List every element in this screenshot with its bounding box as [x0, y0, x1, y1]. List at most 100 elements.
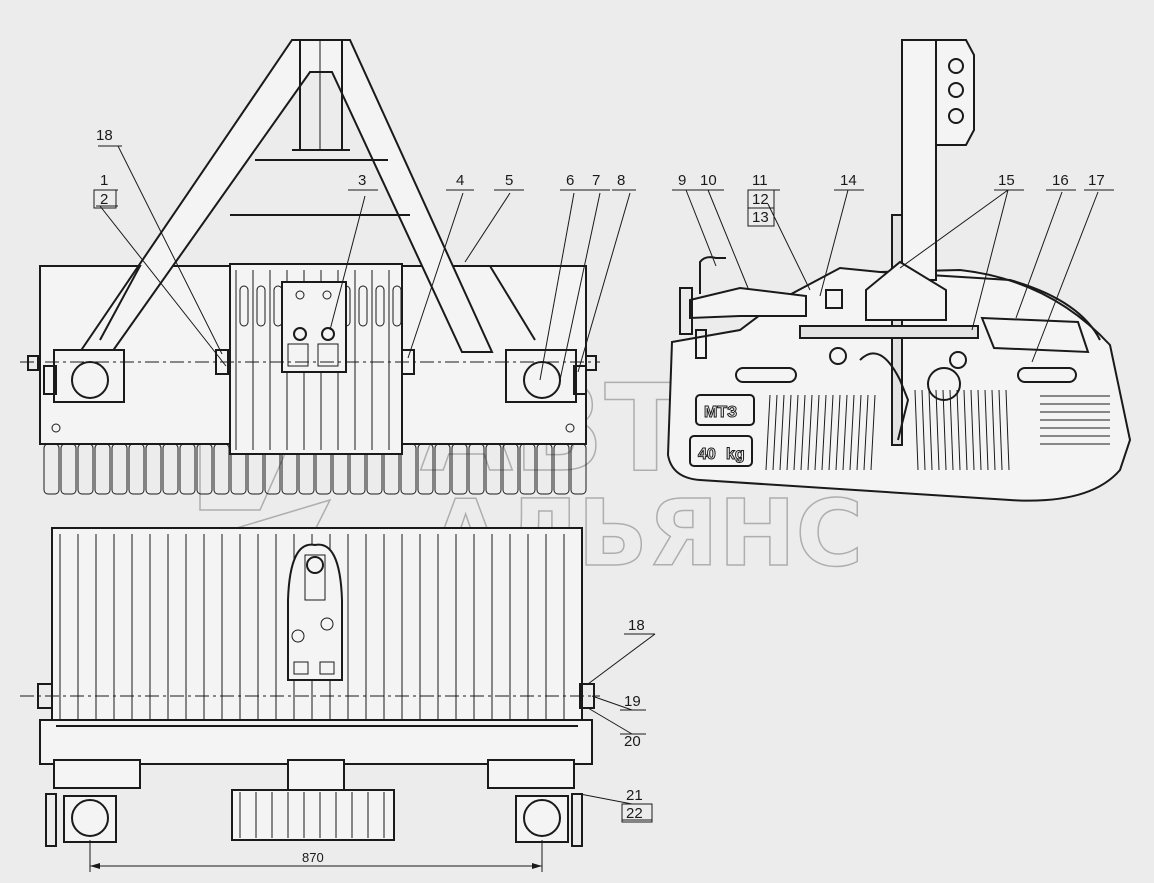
- weight-fin: [468, 443, 485, 495]
- plate-hole-left: [51, 423, 61, 433]
- weight-ribs: [765, 389, 1110, 471]
- weight-fin: [502, 443, 519, 495]
- stamp-frame: [689, 435, 753, 467]
- bracket-nut: [317, 343, 339, 367]
- weight-rib: [835, 394, 841, 471]
- weight-rib: [772, 394, 778, 471]
- leader-lines: [96, 145, 1114, 821]
- weight-rib: [928, 389, 933, 471]
- weight-rib: [984, 389, 989, 471]
- weight-rib: [793, 394, 799, 471]
- bolt-icon: [37, 683, 53, 709]
- callout-2: 2: [100, 191, 108, 208]
- front-view: 870: [20, 527, 600, 872]
- plate-hole-right: [565, 423, 575, 433]
- weight-fin: [145, 443, 162, 495]
- lower-weights-fins: [239, 792, 385, 838]
- weight-rib: [977, 389, 982, 471]
- weight-fin: [417, 443, 434, 495]
- stack-slot: [392, 285, 402, 327]
- callout-1: 1: [100, 172, 108, 189]
- weight-rib: [765, 394, 771, 471]
- a-frame-mast: [292, 40, 350, 151]
- weight-rib: [779, 394, 785, 471]
- callout-12: 12: [752, 191, 769, 208]
- bolt-icon: [825, 289, 843, 309]
- mast-plate: [935, 39, 975, 146]
- weight-fin: [179, 443, 196, 495]
- weight-rib: [856, 394, 862, 471]
- callout-box: [621, 803, 653, 823]
- weight-fin: [77, 443, 94, 495]
- callout-3: 3: [358, 172, 366, 189]
- bracket-nut: [287, 343, 309, 367]
- weight-rib: [991, 389, 996, 471]
- frame-foot: [53, 759, 141, 789]
- bracket-hole: [322, 290, 332, 300]
- weight-rib: [949, 389, 954, 471]
- weight-fin: [43, 443, 60, 495]
- callout-18-top: 18: [96, 127, 113, 144]
- weight-fin: [451, 443, 468, 495]
- stamp-unit: kg: [726, 446, 745, 463]
- weight-fin: [196, 443, 213, 495]
- callout-10: 10: [700, 172, 717, 189]
- rod-end: [585, 355, 597, 371]
- callout-box: [747, 189, 775, 227]
- callout-5: 5: [505, 172, 513, 189]
- weight-fin: [519, 443, 536, 495]
- bolt-icon: [579, 683, 595, 709]
- lower-weight-fins: [43, 443, 587, 495]
- pulley-icon: [45, 793, 117, 847]
- weight-rib: [849, 394, 855, 471]
- stack-slot: [256, 285, 266, 327]
- side-view: МТЗ 40 kg: [666, 39, 1132, 502]
- shackle-icon: [287, 543, 343, 681]
- stack-slot: [239, 285, 249, 327]
- mast: [901, 39, 937, 281]
- weight-rib: [998, 389, 1003, 471]
- weight-rib: [921, 389, 926, 471]
- mast-foot: [865, 260, 947, 321]
- callout-16: 16: [1052, 172, 1069, 189]
- dimension-line: [89, 840, 543, 872]
- cross-bar: [799, 325, 979, 339]
- weight-fin: [485, 443, 502, 495]
- weight-rib: [870, 394, 876, 471]
- weight-rib: [842, 394, 848, 471]
- rod-end: [27, 355, 39, 371]
- weight-fin: [128, 443, 145, 495]
- bolt-icon: [949, 351, 967, 369]
- weight-handle-slot: [735, 367, 797, 383]
- callout-17: 17: [1088, 172, 1105, 189]
- weight-rib: [963, 389, 968, 471]
- rod-nut: [401, 349, 415, 375]
- pin-icon: [679, 256, 807, 359]
- callout-4: 4: [456, 172, 464, 189]
- weight-handle-slot: [1017, 367, 1077, 383]
- stack-slot: [375, 285, 385, 327]
- center-bracket: [281, 281, 347, 373]
- weight-rib: [828, 394, 834, 471]
- frame-foot: [487, 759, 575, 789]
- callout-8: 8: [617, 172, 625, 189]
- weight-rib: [786, 394, 792, 471]
- weight-fin: [111, 443, 128, 495]
- bolt-icon: [829, 347, 847, 365]
- callout-19: 19: [624, 693, 641, 710]
- weight-rib: [821, 394, 827, 471]
- weight-rib: [914, 389, 919, 471]
- pulley-icon: [43, 349, 125, 403]
- mast-hole: [948, 58, 964, 74]
- stamp-frame: [695, 394, 755, 426]
- weight-fin: [94, 443, 111, 495]
- bolt-icon: [321, 327, 335, 341]
- callout-18-bottom: 18: [628, 617, 645, 634]
- mast-hole: [948, 108, 964, 124]
- weight-rib: [942, 389, 947, 471]
- weight-rib: [863, 394, 869, 471]
- base-frame: [39, 719, 593, 765]
- weight-fin: [213, 443, 230, 495]
